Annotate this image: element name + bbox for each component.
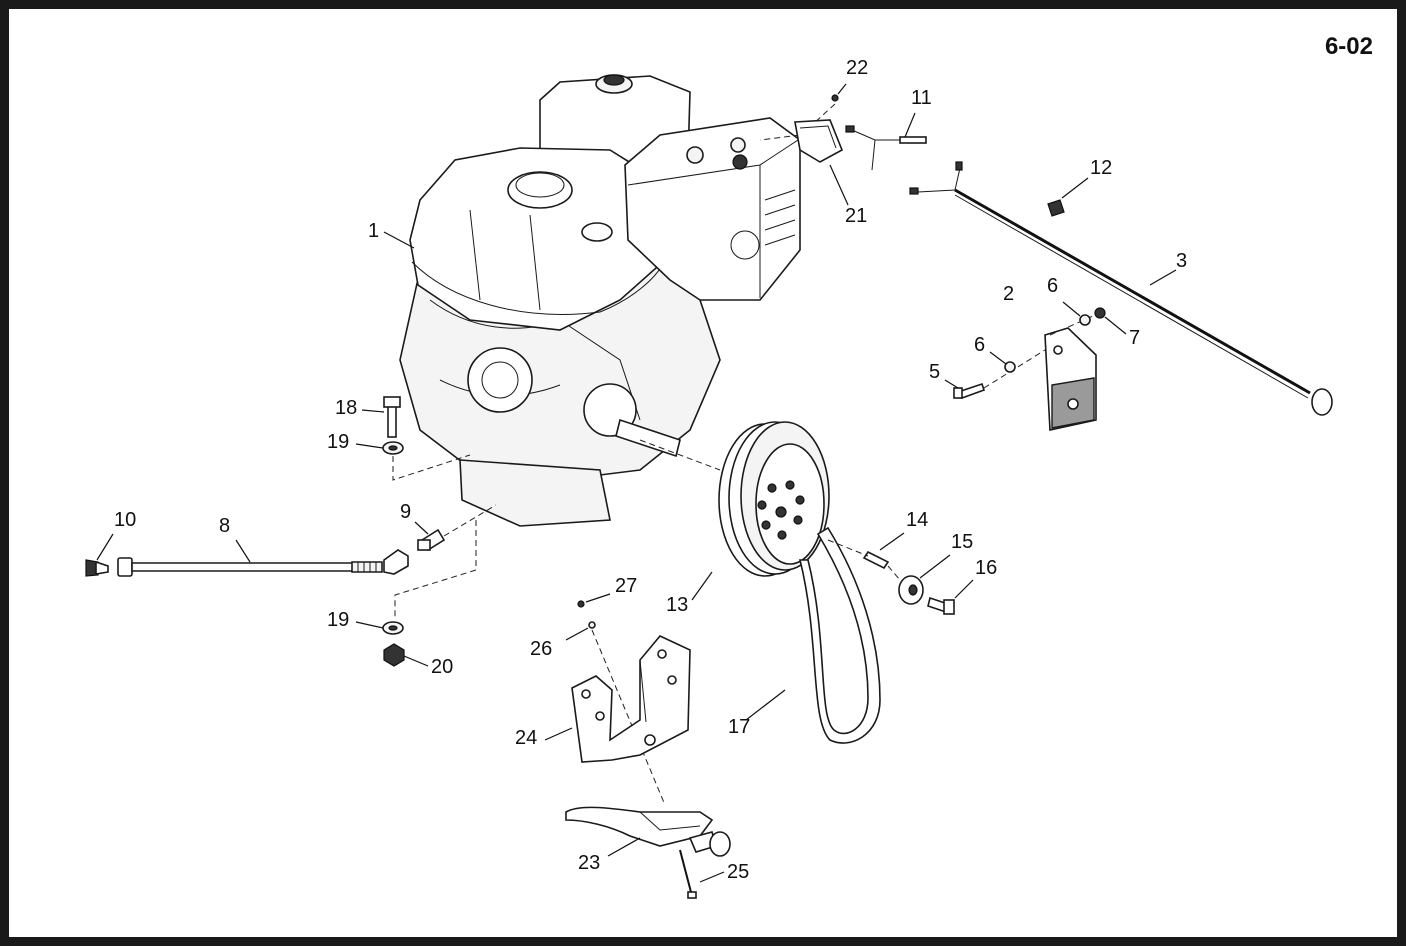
part-5-bolt (944, 379, 986, 399)
part-8-hose (117, 539, 409, 577)
engine-assembly (399, 74, 801, 527)
callout-26: 26 (530, 638, 552, 660)
callout-27: 27 (615, 575, 637, 597)
callout-12: 12 (1090, 157, 1112, 179)
part-27-screw (577, 593, 611, 608)
callout-19: 19 (327, 609, 349, 631)
part-14-key (862, 532, 905, 570)
part-7-nut (1094, 307, 1127, 335)
dashed-guide (392, 454, 471, 481)
callout-3: 3 (1176, 250, 1187, 272)
callout-17: 17 (728, 716, 750, 738)
part-20-nut (383, 643, 429, 667)
callout-11: 11 (911, 87, 932, 109)
callout-19: 19 (327, 431, 349, 453)
leader-line (383, 231, 415, 249)
part-19-washer-bottom (355, 621, 404, 635)
callout-16: 16 (975, 557, 997, 579)
callout-20: 20 (431, 656, 453, 678)
pulley-bolt-holes (757, 480, 805, 540)
part-22-screw (831, 83, 847, 102)
part-12-clip (1047, 177, 1089, 217)
part-11-wire (845, 112, 927, 171)
callout-1: 1 (368, 220, 379, 242)
dashed-guide (591, 629, 666, 806)
part-15-washer (898, 554, 951, 605)
callout-6: 6 (974, 334, 985, 356)
callout-24: 24 (515, 727, 537, 749)
dashed-guide (887, 565, 901, 581)
part-13-pulley (691, 421, 830, 601)
part-18-bolt (361, 396, 401, 438)
part-6-washer (989, 301, 1091, 373)
callout-25: 25 (727, 861, 749, 883)
callout-5: 5 (929, 361, 940, 383)
callout-22: 22 (846, 57, 868, 79)
page-number: 6-02 (1324, 33, 1373, 60)
part-17-belt (745, 526, 881, 744)
part-10-cap (85, 533, 114, 577)
part-21-bracket (794, 119, 849, 206)
part-24-bracket (544, 635, 691, 763)
callout-9: 9 (400, 501, 411, 523)
dashed-guide (443, 504, 497, 537)
part-9-fitting (414, 521, 446, 552)
callout-14: 14 (906, 509, 928, 531)
part-25-screw (679, 849, 725, 899)
dashed-guide (394, 520, 477, 618)
callout-2: 2 (1003, 283, 1014, 305)
dashed-guide (1049, 312, 1101, 336)
callout-13: 13 (666, 594, 688, 616)
part-23-lever (565, 806, 731, 857)
part-3-rod (909, 161, 1333, 416)
callout-21: 21 (845, 205, 867, 227)
part-2-bracket (1044, 327, 1097, 431)
callout-10: 10 (114, 509, 136, 531)
callout-6: 6 (1047, 275, 1058, 297)
dashed-guide (639, 439, 721, 471)
part-16-bolt (927, 579, 974, 615)
callout-labels: 1 2 3 5 6 6 7 8 9 10 11 12 13 14 15 16 1… (114, 57, 1187, 883)
dashed-guide (827, 539, 869, 557)
dashed-guide (759, 134, 801, 141)
callout-7: 7 (1129, 327, 1140, 349)
callout-23: 23 (578, 852, 600, 874)
part-26-washer (565, 621, 596, 641)
callout-18: 18 (335, 397, 357, 419)
callout-8: 8 (219, 515, 230, 537)
part-19-washer-top (355, 441, 404, 455)
callout-15: 15 (951, 531, 973, 553)
